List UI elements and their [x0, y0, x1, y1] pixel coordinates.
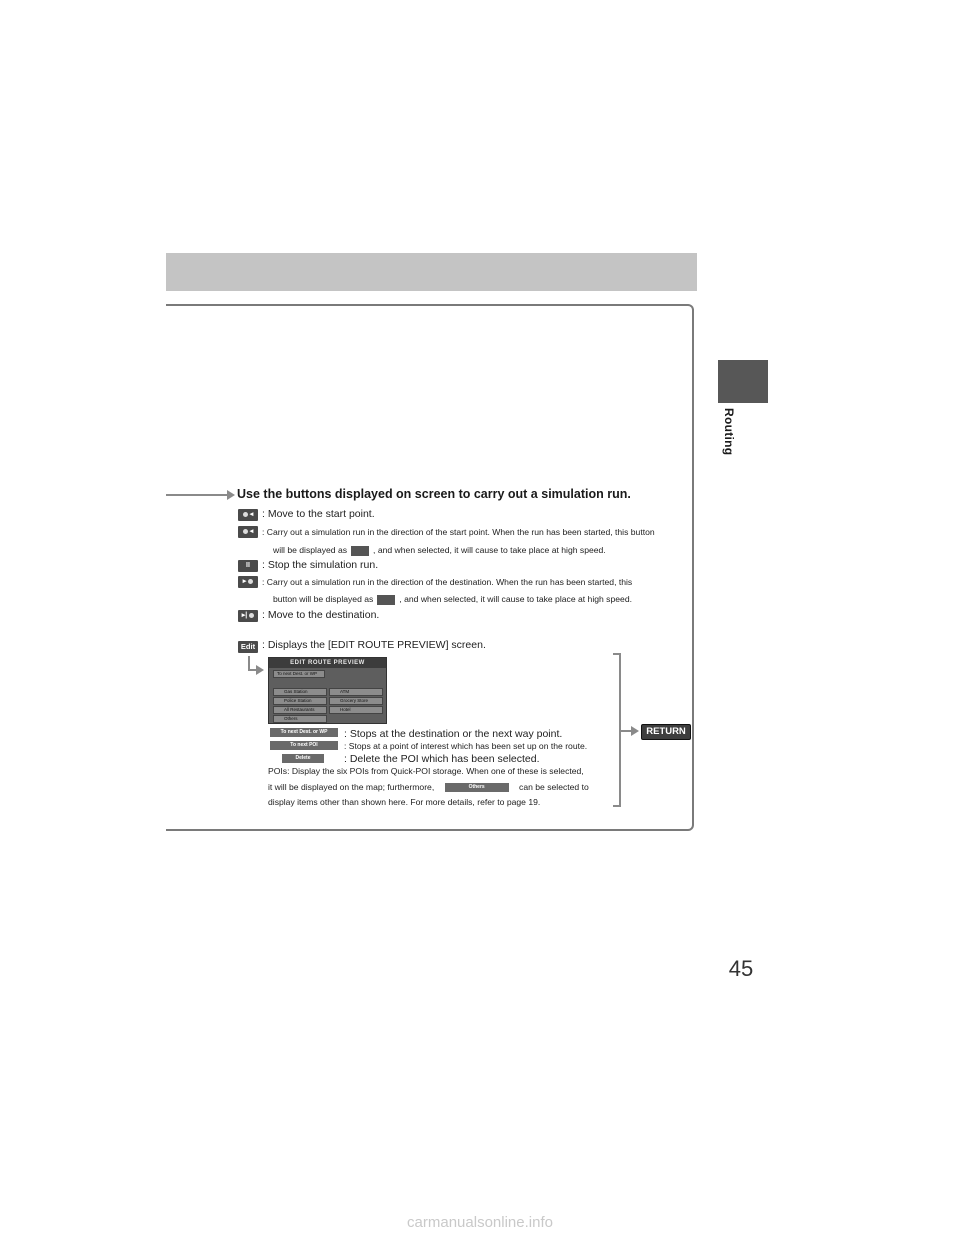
preview-others-button[interactable]: Others [273, 715, 327, 723]
move-to-destination-button[interactable]: ▸| [238, 610, 258, 622]
preview-poi-police-station[interactable]: Police Station [273, 697, 327, 705]
intro-arrow-line [166, 494, 228, 496]
row-text-simulate-dest: : Carry out a simulation run in the dire… [262, 577, 633, 587]
intro-arrow-head-icon [227, 490, 235, 500]
simulate-to-destination-button[interactable]: ▸ [238, 576, 258, 588]
row-text-move-start: : Move to the start point. [262, 508, 375, 520]
chapter-label: Routing [722, 408, 736, 456]
preview-poi-all-restaurants[interactable]: All Restaurants [273, 706, 327, 714]
simulate-to-start-button[interactable]: ◂ [238, 526, 258, 538]
stop-simulation-button[interactable]: II [238, 560, 258, 572]
others-button[interactable]: Others [444, 783, 509, 793]
return-button[interactable]: RETURN [641, 724, 691, 740]
preview-poi-hotel[interactable]: Hotel [329, 706, 383, 714]
pois-line-2: it will be displayed on the map; further… [268, 782, 589, 793]
to-next-dest-button[interactable]: To next Dest. or WP [270, 728, 338, 737]
edit-button[interactable]: Edit [238, 641, 258, 653]
row-text-simulate-start: : Carry out a simulation run in the dire… [262, 527, 655, 537]
row-text-stop: : Stop the simulation run. [262, 559, 379, 571]
edit-arrow-vertical [248, 656, 250, 670]
to-next-poi-button[interactable]: To next POI [270, 741, 338, 750]
chapter-tab [718, 360, 768, 403]
legend-text-next-poi: : Stops at a point of interest which has… [344, 741, 588, 751]
legend-text-next-dest: : Stops at the destination or the next w… [344, 728, 563, 740]
row-text-simulate-start-cont: will be displayed as, and when selected,… [273, 545, 606, 556]
row-text-move-dest: : Move to the destination. [262, 609, 380, 621]
preview-next-dest-button[interactable]: To next Dest. or WP [273, 670, 325, 678]
edit-route-preview-screen: EDIT ROUTE PREVIEW To next Dest. or WP G… [268, 657, 387, 724]
fast-rewind-icon [351, 545, 370, 556]
watermark: carmanualsonline.info [407, 1214, 553, 1231]
row-text-simulate-dest-cont: button will be displayed as, and when se… [273, 594, 632, 605]
row-text-edit: : Displays the [EDIT ROUTE PREVIEW] scre… [262, 639, 486, 651]
delete-button[interactable]: Delete [282, 754, 324, 763]
edit-arrow-horizontal [248, 669, 257, 671]
section-header-bar [166, 253, 697, 291]
legend-text-delete: : Delete the POI which has been selected… [344, 753, 540, 765]
intro-text: Use the buttons displayed on screen to c… [237, 487, 631, 501]
pois-line-3: display items other than shown here. For… [268, 797, 541, 807]
fast-forward-icon [377, 594, 396, 605]
page-number: 45 [728, 956, 754, 981]
return-arrow-line [621, 730, 632, 732]
edit-arrow-head-icon [256, 665, 264, 675]
screen-bracket [613, 653, 621, 807]
move-to-start-button[interactable]: ◂ [238, 509, 258, 521]
return-arrow-head-icon [631, 726, 639, 736]
pois-line-1: POIs: Display the six POIs from Quick-PO… [268, 766, 584, 776]
preview-poi-grocery-store[interactable]: Grocery Store [329, 697, 383, 705]
preview-title: EDIT ROUTE PREVIEW [269, 658, 386, 668]
content-panel [166, 304, 694, 831]
preview-poi-atm[interactable]: ATM [329, 688, 383, 696]
preview-poi-gas-station[interactable]: Gas Station [273, 688, 327, 696]
